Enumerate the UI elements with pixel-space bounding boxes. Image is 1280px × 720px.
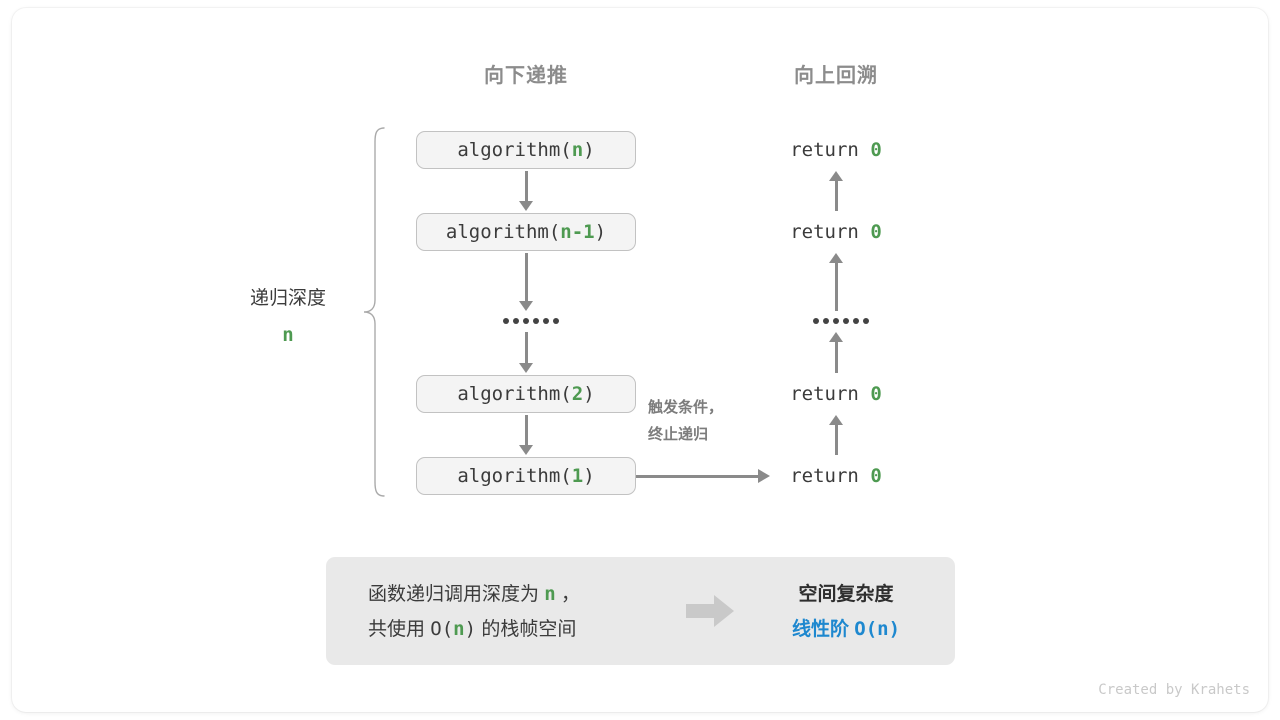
down-arrow-3 — [518, 332, 534, 373]
return-value: 0 — [870, 383, 882, 405]
call-box-2: algorithm(2) — [416, 375, 636, 413]
return-value: 0 — [870, 465, 882, 487]
column-header-descend: 向下递推 — [484, 65, 568, 87]
recursion-depth-label: 递归深度 n — [222, 281, 354, 353]
call-prefix: algorithm( — [445, 221, 561, 243]
summary-conclusion: 空间复杂度 线性阶 O(n) — [756, 577, 936, 647]
complexity-title: 空间复杂度 — [798, 584, 894, 605]
summary-line-2-var: n — [453, 618, 465, 640]
recursion-depth-value: n — [282, 324, 294, 346]
summary-line-2-close: ) — [464, 618, 477, 640]
down-arrow-1 — [518, 171, 534, 211]
summary-line-1: 函数递归调用深度为 n ， — [368, 577, 580, 612]
up-arrow-2 — [828, 253, 844, 311]
call-arg: n-1 — [560, 221, 595, 243]
up-arrow-4 — [828, 415, 844, 455]
terminate-arrow — [636, 469, 770, 483]
summary-line-1-var: n — [544, 583, 556, 605]
summary-box: 函数递归调用深度为 n ， 共使用 O(n) 的栈帧空间 空间复杂度 线性阶 O… — [326, 557, 955, 665]
return-keyword: return — [790, 465, 859, 487]
call-arg: 1 — [571, 465, 584, 487]
call-suffix: ) — [583, 383, 595, 405]
call-arg: n — [571, 139, 584, 161]
complexity-value-notation: O(n) — [854, 618, 901, 640]
return-value: 0 — [870, 221, 882, 243]
return-keyword: return — [790, 139, 859, 161]
ellipsis-right — [813, 318, 869, 324]
summary-description: 函数递归调用深度为 n ， 共使用 O(n) 的栈帧空间 — [368, 577, 580, 647]
trigger-line-1: 触发条件， — [648, 399, 724, 416]
down-arrow-2 — [518, 253, 534, 311]
call-arg: 2 — [571, 383, 584, 405]
call-suffix: ) — [594, 221, 607, 243]
up-arrow-3 — [828, 332, 844, 373]
return-value: 0 — [870, 139, 882, 161]
ellipsis-left — [503, 318, 559, 324]
summary-line-1-text-b: ， — [555, 584, 581, 605]
return-keyword: return — [790, 221, 859, 243]
summary-line-2-text-a: 共使用 — [368, 619, 431, 640]
call-prefix: algorithm( — [457, 465, 572, 487]
right-block-arrow-icon — [686, 595, 734, 627]
column-header-ascend: 向上回溯 — [794, 65, 878, 87]
summary-line-2: 共使用 O(n) 的栈帧空间 — [368, 612, 580, 647]
return-label-2: return 0 — [726, 221, 946, 243]
call-box-n-minus-1: algorithm(n-1) — [416, 213, 636, 251]
down-arrow-4 — [518, 415, 534, 455]
call-prefix: algorithm( — [457, 139, 572, 161]
depth-brace-icon — [363, 127, 385, 497]
call-box-n: algorithm(n) — [416, 131, 636, 169]
summary-line-2-open: O( — [430, 618, 454, 640]
summary-line-2-text-b: 的栈帧空间 — [476, 619, 577, 640]
complexity-value: 线性阶 O(n) — [756, 612, 936, 647]
up-arrow-1 — [828, 171, 844, 211]
return-keyword: return — [790, 383, 859, 405]
complexity-value-text: 线性阶 — [791, 619, 855, 640]
call-box-1: algorithm(1) — [416, 457, 636, 495]
call-suffix: ) — [583, 465, 595, 487]
recursion-depth-text: 递归深度 — [249, 288, 326, 309]
trigger-condition-label: 触发条件， 终止递归 — [648, 394, 723, 448]
credit-label: Created by Krahets — [1098, 682, 1250, 698]
call-suffix: ) — [583, 139, 595, 161]
trigger-line-2: 终止递归 — [648, 426, 709, 443]
summary-line-1-text-a: 函数递归调用深度为 — [368, 584, 545, 605]
return-label-4: return 0 — [726, 465, 946, 487]
return-label-1: return 0 — [726, 139, 946, 161]
call-prefix: algorithm( — [457, 383, 572, 405]
return-label-3: return 0 — [726, 383, 946, 405]
